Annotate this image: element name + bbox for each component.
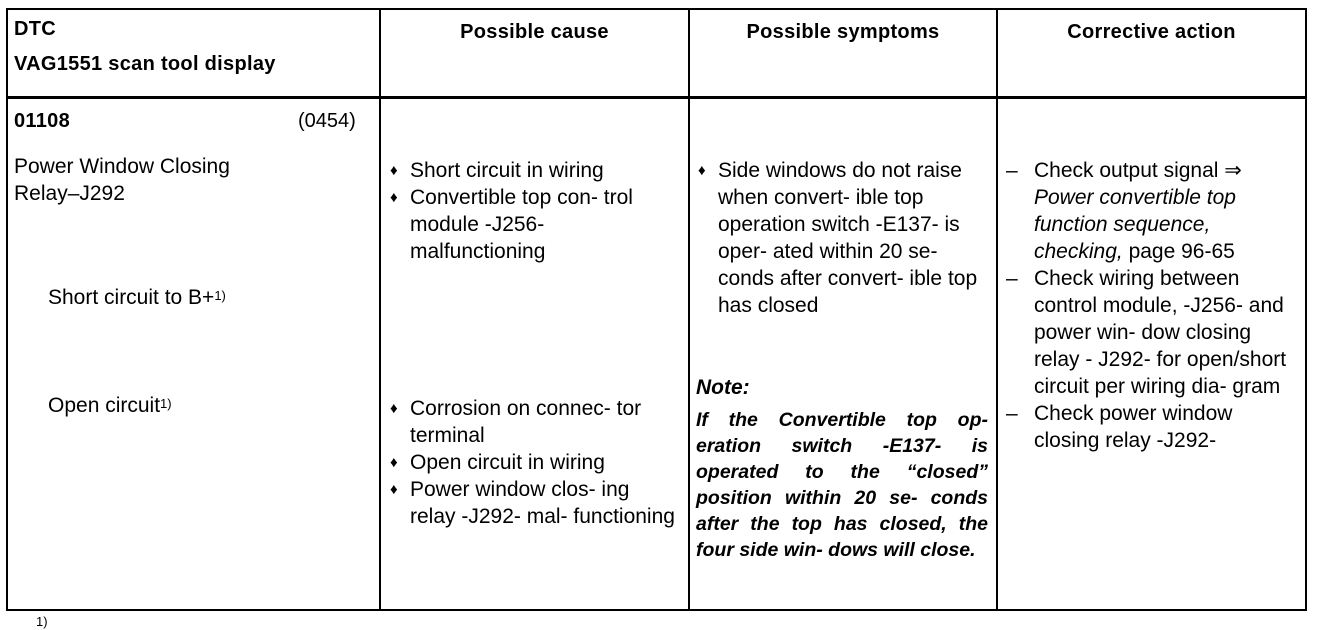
header-possible-symptoms: Possible symptoms: [746, 21, 940, 43]
causes-group-open: Corrosion on connec- tor terminal Open c…: [388, 395, 678, 530]
dtc-name-line2: Relay–J292: [14, 182, 125, 205]
fault-open-circuit: Open circuit1): [48, 392, 172, 419]
action-item: Check wiring between control module, -J2…: [1004, 265, 1302, 400]
cause-item: Power window clos- ing relay -J292- mal-…: [388, 476, 678, 530]
note-title: Note:: [696, 376, 750, 399]
dtc-table: DTC VAG1551 scan tool display Possible c…: [6, 8, 1307, 611]
cause-item: Open circuit in wiring: [388, 449, 678, 476]
footnote-ref: 1): [214, 288, 226, 303]
dtc-code: 01108: [14, 110, 71, 132]
action-reference-link[interactable]: Power convertible top function sequence,…: [1034, 186, 1236, 263]
dtc-name: Power Window Closing Relay–J292: [14, 153, 374, 207]
fault-short-circuit-text: Short circuit to B+: [48, 286, 215, 309]
cause-item: Convertible top con- trol module -J256- …: [388, 184, 678, 265]
header-scan-tool-label: VAG1551 scan tool display: [14, 53, 276, 75]
header-divider: [8, 96, 1305, 99]
action-check-output: Check output signal ⇒: [1034, 159, 1242, 182]
cause-item: Short circuit in wiring: [388, 157, 678, 184]
cause-item: Corrosion on connec- tor terminal: [388, 395, 678, 449]
column-divider: [379, 10, 381, 609]
dtc-name-line1: Power Window Closing: [14, 155, 230, 178]
header-dtc-label: DTC: [14, 18, 57, 40]
action-item: Check power window closing relay -J292-: [1004, 400, 1302, 454]
header-possible-cause: Possible cause: [460, 21, 609, 43]
actions-block: Check output signal ⇒ Power convertible …: [1004, 157, 1302, 454]
column-divider: [996, 10, 998, 609]
note-block: Note: If the Convertible top op- eration…: [696, 374, 988, 563]
dtc-code-alt: (0454): [298, 110, 356, 132]
footnote-marker: 1): [36, 614, 48, 629]
note-body: If the Convertible top op- eration switc…: [696, 409, 988, 561]
footnote-ref: 1): [160, 396, 172, 411]
column-divider: [688, 10, 690, 609]
fault-open-circuit-text: Open circuit: [48, 394, 161, 417]
header-dtc: DTC VAG1551 scan tool display: [14, 18, 374, 76]
fault-short-circuit: Short circuit to B+1): [48, 284, 226, 311]
header-corrective-action: Corrective action: [1067, 21, 1236, 43]
action-item: Check output signal ⇒ Power convertible …: [1004, 157, 1302, 265]
causes-group-short: Short circuit in wiring Convertible top …: [388, 157, 678, 265]
symptom-block: Side windows do not raise when convert- …: [696, 157, 986, 319]
action-page-ref: page 96-65: [1128, 240, 1235, 263]
symptom-item: Side windows do not raise when convert- …: [696, 157, 986, 319]
